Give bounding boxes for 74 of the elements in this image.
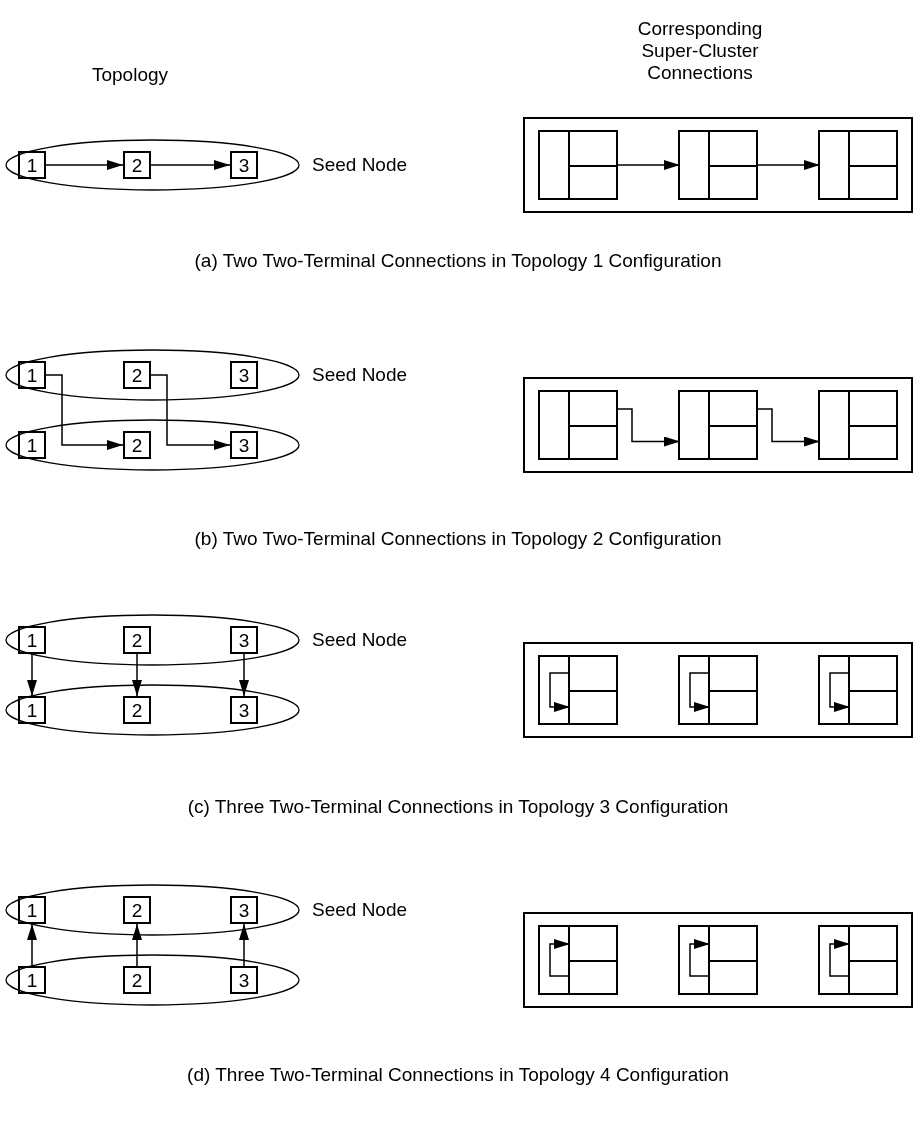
cluster-cell [538,390,618,460]
numbered-node-box: 2 [123,361,151,389]
cluster-cell [678,130,758,200]
numbered-node-box: 2 [123,626,151,654]
node-ellipse [5,419,300,471]
node-label: Seed Node [312,364,408,386]
numbered-node-box: 2 [123,966,151,994]
cluster-cell [818,390,898,460]
node-ellipse [5,614,300,666]
numbered-node-box: 3 [230,151,258,179]
arrow [27,653,37,697]
cluster-cell [538,925,618,995]
node-label: Seed Node [312,899,408,921]
arrow [689,672,711,712]
arrow [549,939,571,977]
numbered-node-box: 1 [18,626,46,654]
numbered-node-box: 3 [230,896,258,924]
cluster-cell [818,925,898,995]
numbered-node-box: 2 [123,696,151,724]
numbered-node-box: 3 [230,626,258,654]
arrow [617,160,681,170]
node-label: Seed Node [312,154,408,176]
node-ellipse [5,139,300,191]
node-ellipse [5,684,300,736]
numbered-node-box: 2 [123,151,151,179]
cluster-cell [678,655,758,725]
numbered-node-box: 1 [18,696,46,724]
cluster-cell [818,655,898,725]
arrow [150,374,231,450]
arrow [829,939,851,977]
caption: (c) Three Two-Terminal Connections in Topology 3 Configuration [187,796,729,818]
node-ellipse [5,884,300,936]
numbered-node-box: 1 [18,151,46,179]
numbered-node-box: 2 [123,896,151,924]
numbered-node-box: 1 [18,431,46,459]
caption: (a) Two Two-Terminal Connections in Topology 1 Configuration [194,250,722,272]
numbered-node-box: 3 [230,431,258,459]
arrow [45,374,124,450]
arrow [689,939,711,977]
numbered-node-box: 3 [230,361,258,389]
cluster-cell [818,130,898,200]
numbered-node-box: 1 [18,966,46,994]
arrow [132,923,142,967]
cluster-cell [678,925,758,995]
super-cluster-box [523,377,913,473]
arrow [27,923,37,967]
cluster-cell [678,390,758,460]
cluster-cell [538,655,618,725]
cluster-cell [538,130,618,200]
arrow [757,160,821,170]
node-label: Seed Node [312,629,408,651]
arrow [239,653,249,697]
numbered-node-box: 1 [18,896,46,924]
node-ellipse [5,349,300,401]
heading: Topology [90,64,170,86]
arrow [132,653,142,697]
arrow [45,160,124,170]
super-cluster-box [523,642,913,738]
numbered-node-box: 3 [230,696,258,724]
heading: Corresponding Super-Cluster Connections [636,18,764,84]
node-ellipse [5,954,300,1006]
arrow [829,672,851,712]
super-cluster-box [523,912,913,1008]
arrow [755,408,821,447]
super-cluster-box [523,117,913,213]
arrow [615,408,681,447]
numbered-node-box: 2 [123,431,151,459]
caption: (d) Three Two-Terminal Connections in Topology 4 Configuration [187,1064,729,1086]
arrow [239,923,249,967]
arrow [150,160,231,170]
numbered-node-box: 1 [18,361,46,389]
arrow [549,672,571,712]
caption: (b) Two Two-Terminal Connections in Topology 2 Configuration [194,528,722,550]
numbered-node-box: 3 [230,966,258,994]
